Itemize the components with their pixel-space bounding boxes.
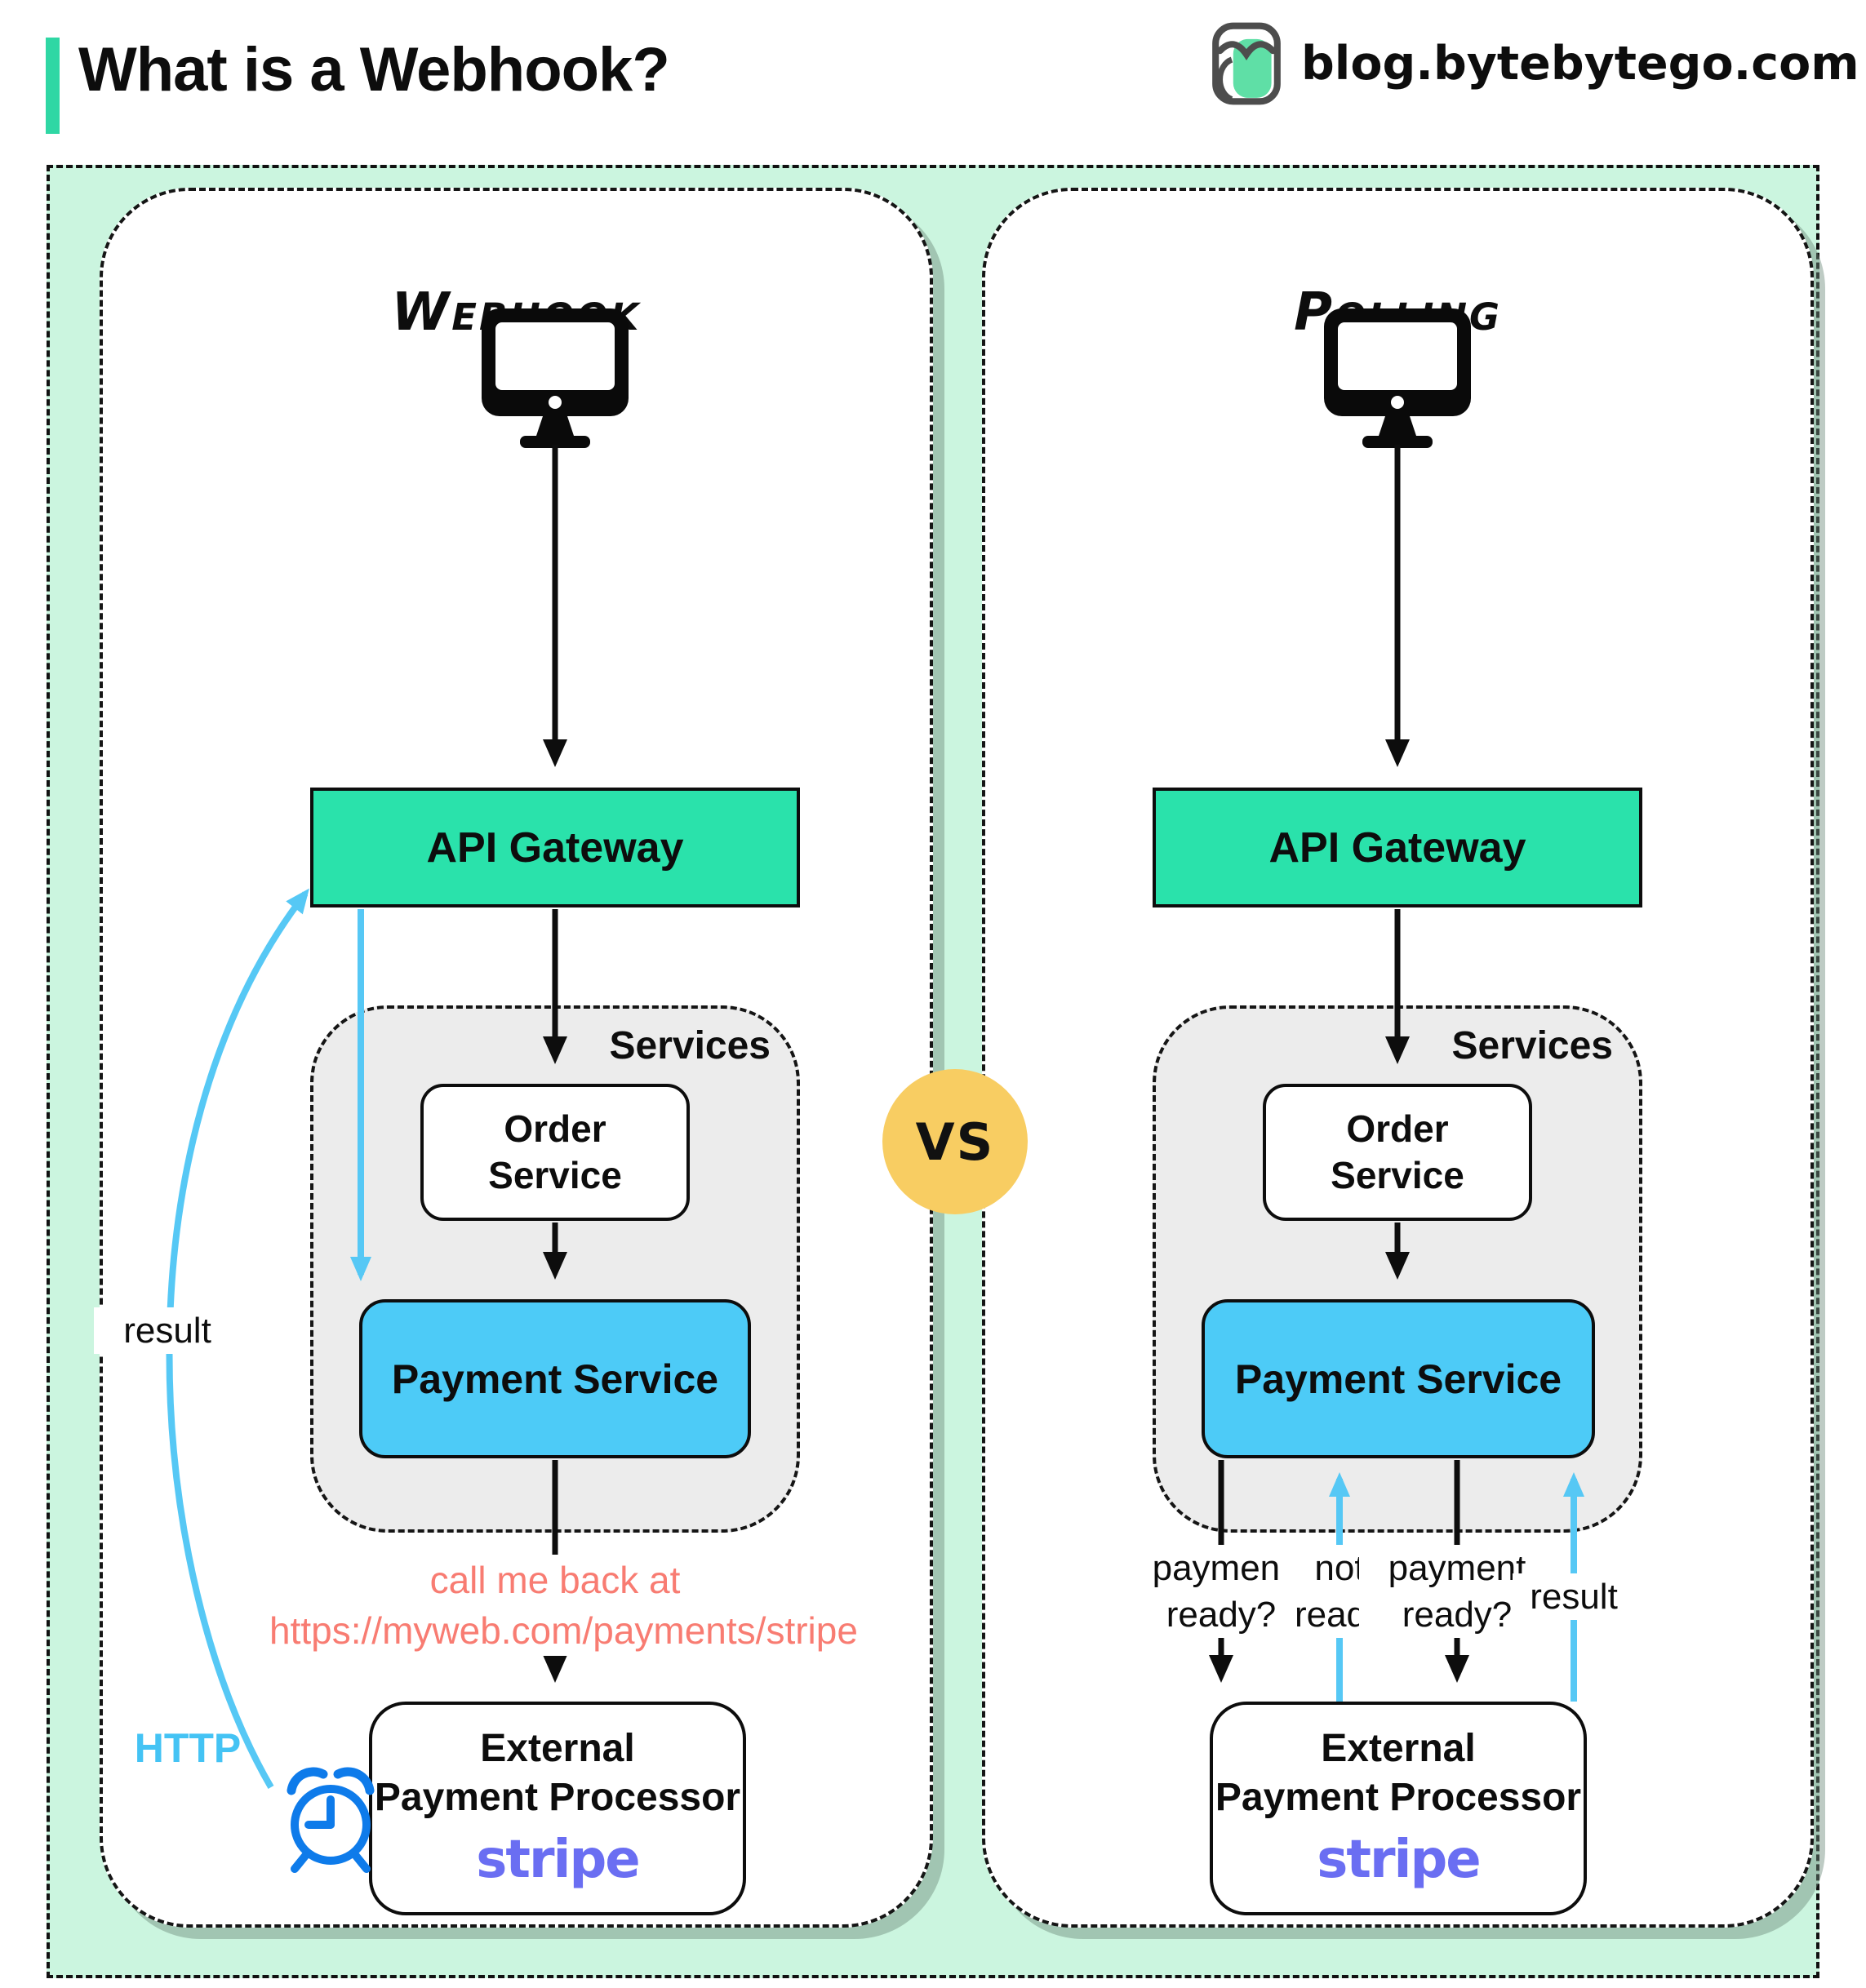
alarm-clock-icon xyxy=(287,1767,375,1873)
external-label-line1: External xyxy=(1321,1727,1476,1770)
order-service-box: Order Service xyxy=(420,1084,690,1221)
result-label: result xyxy=(1513,1573,1635,1621)
computer-icon xyxy=(482,308,629,448)
services-label: Services xyxy=(609,1024,771,1067)
external-label-line1: External xyxy=(480,1727,635,1770)
stripe-logo: stripe xyxy=(1317,1830,1481,1890)
page-title: What is a Webhook? xyxy=(78,35,670,104)
http-label: HTTP xyxy=(134,1725,242,1771)
order-service-label: Order Service xyxy=(488,1107,622,1197)
order-service-label: Order Service xyxy=(1331,1107,1464,1197)
vs-label: VS xyxy=(915,1112,995,1172)
title-accent-bar xyxy=(46,38,60,134)
callback-line1: call me back at xyxy=(429,1559,681,1601)
bytebytego-logo-icon xyxy=(1212,22,1281,105)
payment-service-label: Payment Service xyxy=(1234,1356,1562,1402)
vs-badge: VS xyxy=(882,1069,1028,1214)
api-gateway-box: API Gateway xyxy=(310,788,800,907)
services-label: Services xyxy=(1451,1024,1613,1067)
api-gateway-label: API Gateway xyxy=(426,823,684,872)
order-service-box: Order Service xyxy=(1263,1084,1532,1221)
result-label: result xyxy=(94,1307,241,1355)
computer-icon xyxy=(1324,308,1471,448)
api-gateway-label: API Gateway xyxy=(1268,823,1526,872)
external-label-line2: Payment Processor xyxy=(374,1776,741,1819)
callback-line2: https://myweb.com/payments/stripe xyxy=(269,1609,858,1653)
stripe-logo: stripe xyxy=(476,1830,640,1890)
payment-service-box: Payment Service xyxy=(359,1299,751,1458)
site-url: blog.bytebytego.com xyxy=(1301,37,1859,91)
callback-note: call me back at https://myweb.com/paymen… xyxy=(269,1555,858,1657)
external-payment-processor-box: External Payment Processor stripe xyxy=(369,1702,746,1915)
external-label-line2: Payment Processor xyxy=(1215,1776,1582,1819)
payment-service-box: Payment Service xyxy=(1202,1299,1595,1458)
api-gateway-box: API Gateway xyxy=(1153,788,1642,907)
site-logo: blog.bytebytego.com xyxy=(1210,21,1859,106)
payment-service-label: Payment Service xyxy=(391,1356,719,1402)
external-payment-processor-box: External Payment Processor stripe xyxy=(1210,1702,1587,1915)
